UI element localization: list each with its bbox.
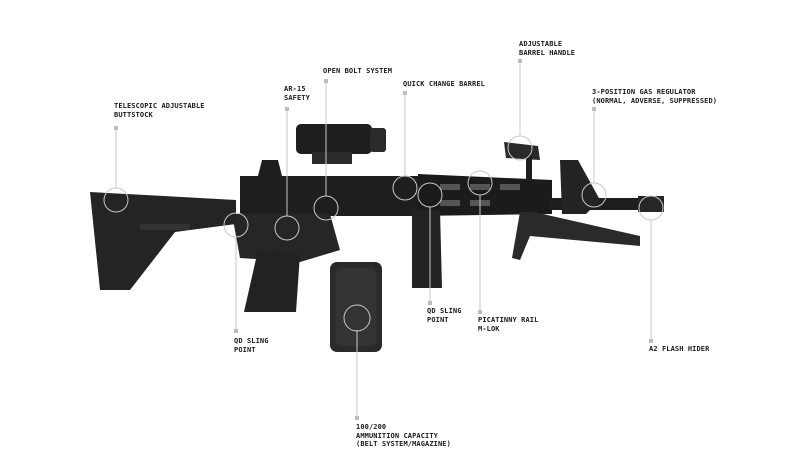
lower-receiver <box>232 214 340 262</box>
buttstock <box>90 192 236 290</box>
callout-leaders <box>103 61 664 417</box>
barrel-handle <box>504 142 540 160</box>
label-gas-regulator: 3-POSITION GAS REGULATOR(NORMAL, ADVERSE… <box>592 88 718 105</box>
pistol-grip <box>244 250 300 312</box>
label-open-bolt-system: OPEN BOLT SYSTEM <box>323 67 393 75</box>
label-quick-change-barrel: QUICK CHANGE BARREL <box>403 80 485 88</box>
optic <box>296 124 372 154</box>
label-a2-flash-hider: A2 FLASH HIDER <box>649 345 710 353</box>
vertical-grip <box>412 210 442 288</box>
upper-receiver <box>240 176 420 216</box>
flash-hider <box>638 196 664 212</box>
rifle <box>90 124 664 352</box>
callout-markers <box>114 59 653 420</box>
bipod <box>512 212 640 260</box>
